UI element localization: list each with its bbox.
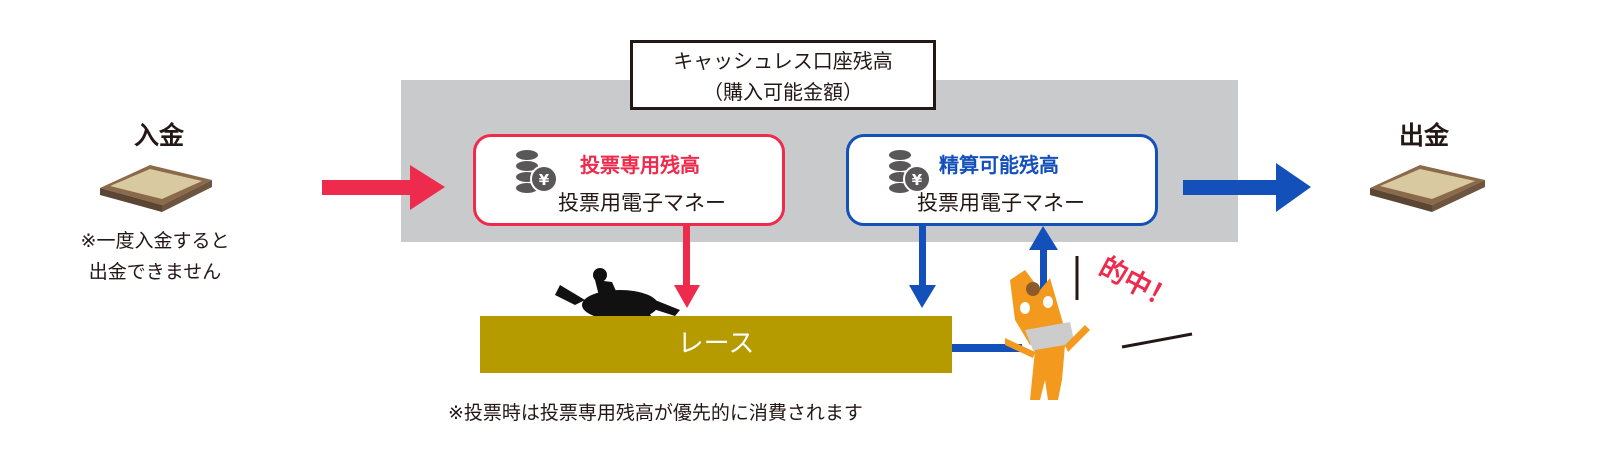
accent-line: [1121, 332, 1193, 349]
deposit-arrow: [322, 165, 445, 210]
settle-down-arrow: [909, 225, 936, 308]
deposit-note: ※一度入金すると 出金できません: [50, 226, 260, 288]
settle-balance-title: 精算可能残高: [939, 153, 1059, 177]
vote-down-arrow: [674, 225, 700, 308]
coin-yen-icon: ¥: [516, 150, 558, 193]
settle-balance-subtitle: 投票用電子マネー: [917, 191, 1085, 215]
account-title: キャッシュレス口座残高: [673, 49, 893, 73]
race-bar: レース: [480, 316, 952, 373]
voting-balance-subtitle: 投票用電子マネー: [558, 191, 726, 215]
svg-text:¥: ¥: [539, 171, 550, 189]
voting-balance-title: 投票専用残高: [580, 153, 700, 177]
coin-yen-icon: ¥: [889, 150, 931, 193]
payout-arrow: [952, 226, 1058, 352]
mascot-horse-icon: [1005, 270, 1090, 400]
money-stack-icon-right: [1370, 165, 1485, 212]
svg-text:¥: ¥: [912, 171, 923, 189]
voting-balance-box: ¥ 投票専用残高 投票用電子マネー: [473, 134, 785, 226]
deposit-label: 入金: [134, 121, 185, 150]
deposit-note-line2: 出金できません: [88, 261, 222, 283]
money-stack-icon-left: [100, 165, 212, 212]
account-title-box: キャッシュレス口座残高 （購入可能金額）: [630, 40, 936, 110]
withdraw-label: 出金: [1399, 121, 1450, 150]
withdraw-arrow: [1183, 163, 1311, 212]
settle-balance-box: ¥ 精算可能残高 投票用電子マネー: [846, 134, 1158, 226]
account-subtitle: （購入可能金額）: [703, 80, 863, 104]
bottom-note: ※投票時は投票専用残高が優先的に消費されます: [448, 402, 863, 424]
deposit-note-line1: ※一度入金すると: [80, 230, 230, 252]
